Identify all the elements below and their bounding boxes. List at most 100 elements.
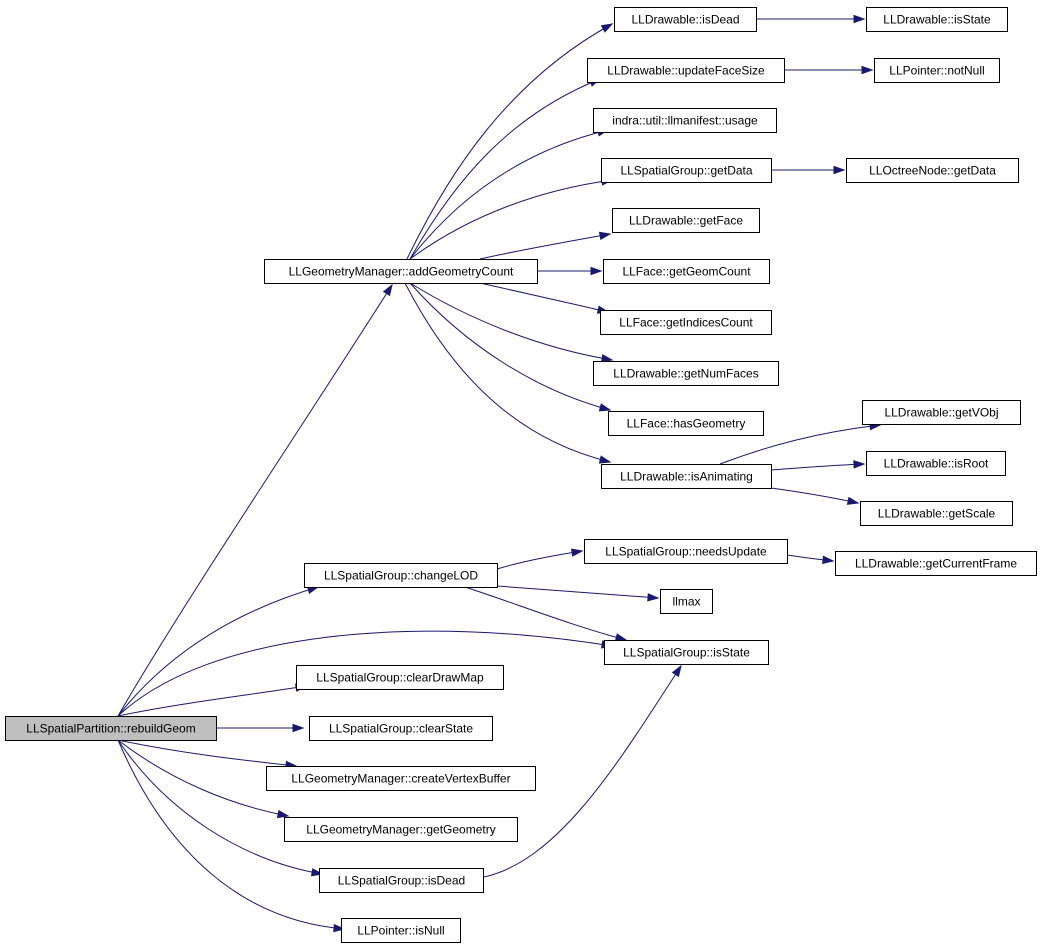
node-needsUpdate[interactable]: LLSpatialGroup::needsUpdate	[584, 539, 788, 564]
arrow-head-icon	[598, 403, 612, 412]
edge-line	[770, 463, 865, 471]
edge-addGeometryCount-to-getFace	[479, 231, 612, 260]
edge-sgIsDead-to-sgIsState	[483, 664, 682, 878]
edge-line	[117, 739, 345, 930]
edge-rebuildGeom-to-clearDrawMap	[117, 683, 308, 717]
arrow-head-icon	[853, 460, 866, 469]
node-getGeomCount[interactable]: LLFace::getGeomCount	[603, 259, 770, 284]
node-box	[284, 817, 518, 842]
edge-line	[719, 424, 881, 465]
node-box	[614, 7, 757, 32]
node-isRoot[interactable]: LLDrawable::isRoot	[866, 451, 1006, 476]
node-label: LLDrawable::getCurrentFrame	[855, 557, 1017, 571]
arrow-head-icon	[614, 633, 628, 642]
arrow-head-icon	[647, 593, 660, 602]
node-changeLOD[interactable]: LLSpatialGroup::changeLOD	[304, 563, 498, 588]
edge-isAnimating-to-isRoot	[770, 460, 866, 471]
edge-line	[117, 586, 319, 717]
node-llmax[interactable]: llmax	[660, 589, 713, 614]
node-label: LLSpatialGroup::clearState	[329, 722, 473, 736]
edge-updateFaceSize-to-notNull	[784, 65, 874, 75]
arrow-head-icon	[598, 455, 612, 464]
node-getCurrentFrame[interactable]: LLDrawable::getCurrentFrame	[835, 551, 1037, 576]
edge-addGeometryCount-to-sgGetData	[409, 177, 614, 260]
node-getFace[interactable]: LLDrawable::getFace	[612, 208, 760, 233]
node-box	[600, 310, 772, 335]
node-sgIsDead[interactable]: LLSpatialGroup::isDead	[319, 868, 484, 893]
node-clearDrawMap[interactable]: LLSpatialGroup::clearDrawMap	[296, 665, 504, 690]
arrow-head-icon	[861, 65, 874, 75]
arrow-head-icon	[382, 283, 393, 297]
node-label: LLFace::getIndicesCount	[619, 316, 753, 330]
node-notNull[interactable]: LLPointer::notNull	[874, 58, 1000, 83]
node-box	[846, 158, 1019, 183]
arrow-head-icon	[853, 14, 866, 24]
node-box	[603, 259, 770, 284]
edge-line	[479, 282, 609, 313]
node-getNumFaces[interactable]: LLDrawable::getNumFaces	[593, 361, 779, 386]
node-dIsState[interactable]: LLDrawable::isState	[866, 7, 1008, 32]
node-clearState[interactable]: LLSpatialGroup::clearState	[309, 716, 493, 741]
node-label: LLSpatialGroup::needsUpdate	[605, 545, 767, 559]
node-box	[587, 58, 785, 83]
edge-line	[117, 630, 613, 717]
node-box	[601, 158, 772, 183]
node-label: LLSpatialGroup::getData	[620, 164, 752, 178]
node-hasGeometry[interactable]: LLFace::hasGeometry	[608, 411, 764, 436]
edge-addGeometryCount-to-hasGeometry	[409, 282, 612, 412]
edge-rebuildGeom-to-changeLOD	[117, 585, 320, 717]
node-box	[604, 640, 769, 665]
node-label: LLDrawable::getFace	[629, 214, 743, 228]
node-label: llmax	[672, 595, 700, 609]
node-sgIsState[interactable]: LLSpatialGroup::isState	[604, 640, 769, 665]
node-label: LLGeometryManager::createVertexBuffer	[291, 772, 510, 786]
edge-line	[409, 282, 613, 361]
function-nodes: LLSpatialPartition::rebuildGeomLLGeometr…	[5, 7, 1037, 943]
node-box	[660, 589, 713, 614]
arrow-head-icon	[276, 809, 290, 819]
node-box	[309, 716, 493, 741]
arrow-head-icon	[600, 23, 614, 33]
node-label: LLDrawable::isAnimating	[620, 470, 753, 484]
edge-line	[404, 282, 611, 463]
edge-line	[117, 685, 307, 717]
edge-rebuildGeom-to-getGeometry	[117, 739, 290, 819]
node-getScale[interactable]: LLDrawable::getScale	[860, 501, 1013, 526]
node-label: LLDrawable::getScale	[878, 507, 996, 521]
edge-addGeometryCount-to-dIsDead	[406, 23, 614, 260]
node-createVertexBuffer[interactable]: LLGeometryManager::createVertexBuffer	[266, 766, 536, 791]
node-usage[interactable]: indra::util::llmanifest::usage	[593, 108, 777, 133]
node-box	[5, 716, 217, 741]
node-box	[866, 7, 1008, 32]
node-label: LLOctreeNode::getData	[869, 164, 996, 178]
node-label: LLDrawable::isDead	[631, 13, 739, 27]
node-rebuildGeom[interactable]: LLSpatialPartition::rebuildGeom	[5, 716, 217, 741]
node-label: LLPointer::notNull	[889, 64, 984, 78]
node-updateFaceSize[interactable]: LLDrawable::updateFaceSize	[587, 58, 785, 83]
node-getIndicesCount[interactable]: LLFace::getIndicesCount	[600, 310, 772, 335]
node-dIsDead[interactable]: LLDrawable::isDead	[614, 7, 757, 32]
node-getGeometry[interactable]: LLGeometryManager::getGeometry	[284, 817, 518, 842]
node-box	[862, 400, 1021, 425]
edge-rebuildGeom-to-createVertexBuffer	[117, 739, 298, 770]
edge-rebuildGeom-to-clearState	[216, 723, 305, 733]
node-sgGetData[interactable]: LLSpatialGroup::getData	[601, 158, 772, 183]
edge-line	[496, 550, 583, 570]
node-getVObj[interactable]: LLDrawable::getVObj	[862, 400, 1021, 425]
node-onGetData[interactable]: LLOctreeNode::getData	[846, 158, 1019, 183]
node-label: LLDrawable::getVObj	[884, 406, 998, 420]
arrow-head-icon	[292, 723, 305, 733]
edge-addGeometryCount-to-getIndicesCount	[479, 282, 610, 314]
edge-changeLOD-to-llmax	[496, 585, 660, 602]
arrow-head-icon	[671, 664, 682, 678]
node-isNull[interactable]: LLPointer::isNull	[341, 918, 461, 943]
edge-isAnimating-to-getScale	[770, 487, 860, 505]
arrow-head-icon	[570, 548, 584, 557]
node-box	[593, 108, 777, 133]
edge-line	[117, 739, 297, 767]
node-addGeometryCount[interactable]: LLGeometryManager::addGeometryCount	[264, 259, 538, 284]
node-label: LLSpatialGroup::clearDrawMap	[316, 671, 484, 685]
node-isAnimating[interactable]: LLDrawable::isAnimating	[601, 464, 772, 489]
node-box	[835, 551, 1037, 576]
arrow-head-icon	[600, 354, 614, 363]
